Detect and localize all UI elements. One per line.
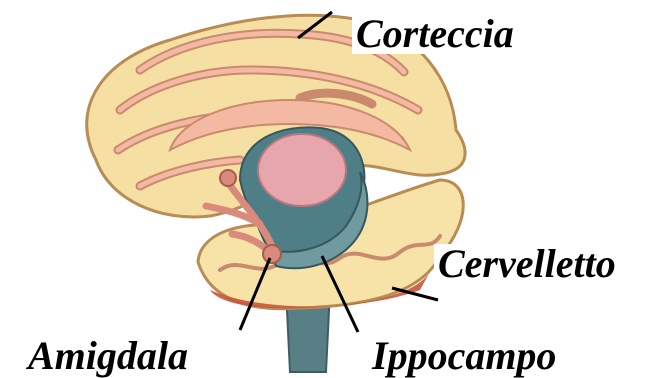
label-cortex: Corteccia (352, 14, 518, 54)
label-amygdala: Amigdala (24, 336, 192, 376)
amygdala-node (263, 245, 281, 263)
thalamus (258, 134, 346, 206)
mammillary-node (220, 170, 236, 186)
label-hippocampus: Ippocampo (368, 336, 560, 376)
label-cerebellum: Cervelletto (434, 244, 620, 284)
